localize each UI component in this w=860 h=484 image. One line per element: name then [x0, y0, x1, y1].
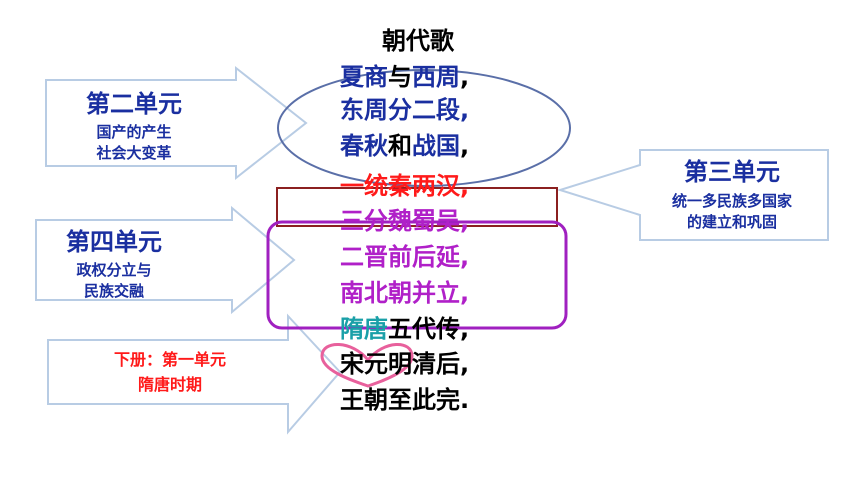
poem-segment: 二晋前后延,: [340, 243, 470, 271]
poem-title: 朝代歌: [382, 27, 454, 55]
unit4-subtitle-line1: 政权分立与: [76, 261, 152, 279]
unit3-subtitle-line2: 的建立和巩固: [686, 213, 777, 231]
poem-segment: 和: [388, 132, 412, 160]
purple-rounded-rectangle: [266, 220, 568, 330]
unit4-arrow: [35, 205, 296, 315]
poem-segment: 一统秦两汉,: [340, 172, 470, 200]
poem-line: 王朝至此完.: [340, 385, 520, 415]
poem-segment: 战国: [412, 132, 460, 160]
poem-line: 三分魏蜀吴,: [340, 206, 520, 236]
poem-segment: ,: [460, 132, 470, 160]
unit2-arrow: [45, 65, 308, 181]
poem-segment: 五代传,: [388, 315, 470, 343]
poem-line: 一统秦两汉,: [340, 171, 520, 201]
poem-segment: 春秋: [340, 132, 388, 160]
poem-segment: 与: [388, 63, 412, 91]
unit3-arrow: [556, 149, 829, 241]
heart-icon: [320, 343, 414, 388]
poem-line: 二晋前后延,: [340, 242, 520, 272]
poem-line: 东周分二段,: [340, 95, 520, 125]
unit4-title: 第四单元: [66, 228, 162, 256]
poem-segment: 南北朝并立,: [340, 279, 470, 307]
unit3-subtitle-line1: 统一多民族多国家: [671, 192, 792, 210]
poem-line: 宋元明清后,: [340, 349, 520, 379]
unit2-subtitle-line2: 社会大变革: [96, 144, 172, 162]
poem-segment: 西周: [412, 63, 460, 91]
poem-segment: 宋元明清后,: [340, 350, 470, 378]
poem-line: 春秋和战国,: [340, 131, 520, 161]
unit2-subtitle-line1: 国产的产生: [96, 123, 172, 141]
volume2-unit1-arrow: [47, 313, 342, 435]
unit4-subtitle-line2: 民族交融: [83, 282, 144, 300]
poem-segment: ,: [460, 63, 470, 91]
unit3-title: 第三单元: [684, 158, 780, 186]
ellipse-highlight: [277, 69, 571, 187]
poem-segment: 夏商: [340, 63, 388, 91]
poem-segment: 三分魏蜀吴,: [340, 207, 470, 235]
poem-line: 隋唐五代传,: [340, 314, 520, 344]
volume2-unit1-title: 下册：第一单元: [113, 350, 226, 369]
poem-line: 南北朝并立,: [340, 278, 520, 308]
poem-segment: 王朝至此完.: [340, 386, 470, 414]
dark-red-rectangle: [276, 187, 558, 227]
poem-segment: 东周分二段,: [340, 96, 470, 124]
unit2-title: 第二单元: [86, 90, 182, 118]
poem-segment: 隋唐: [340, 315, 388, 343]
poem-line: 夏商与西周,: [340, 62, 520, 92]
volume2-unit1-subtitle: 隋唐时期: [137, 375, 202, 394]
